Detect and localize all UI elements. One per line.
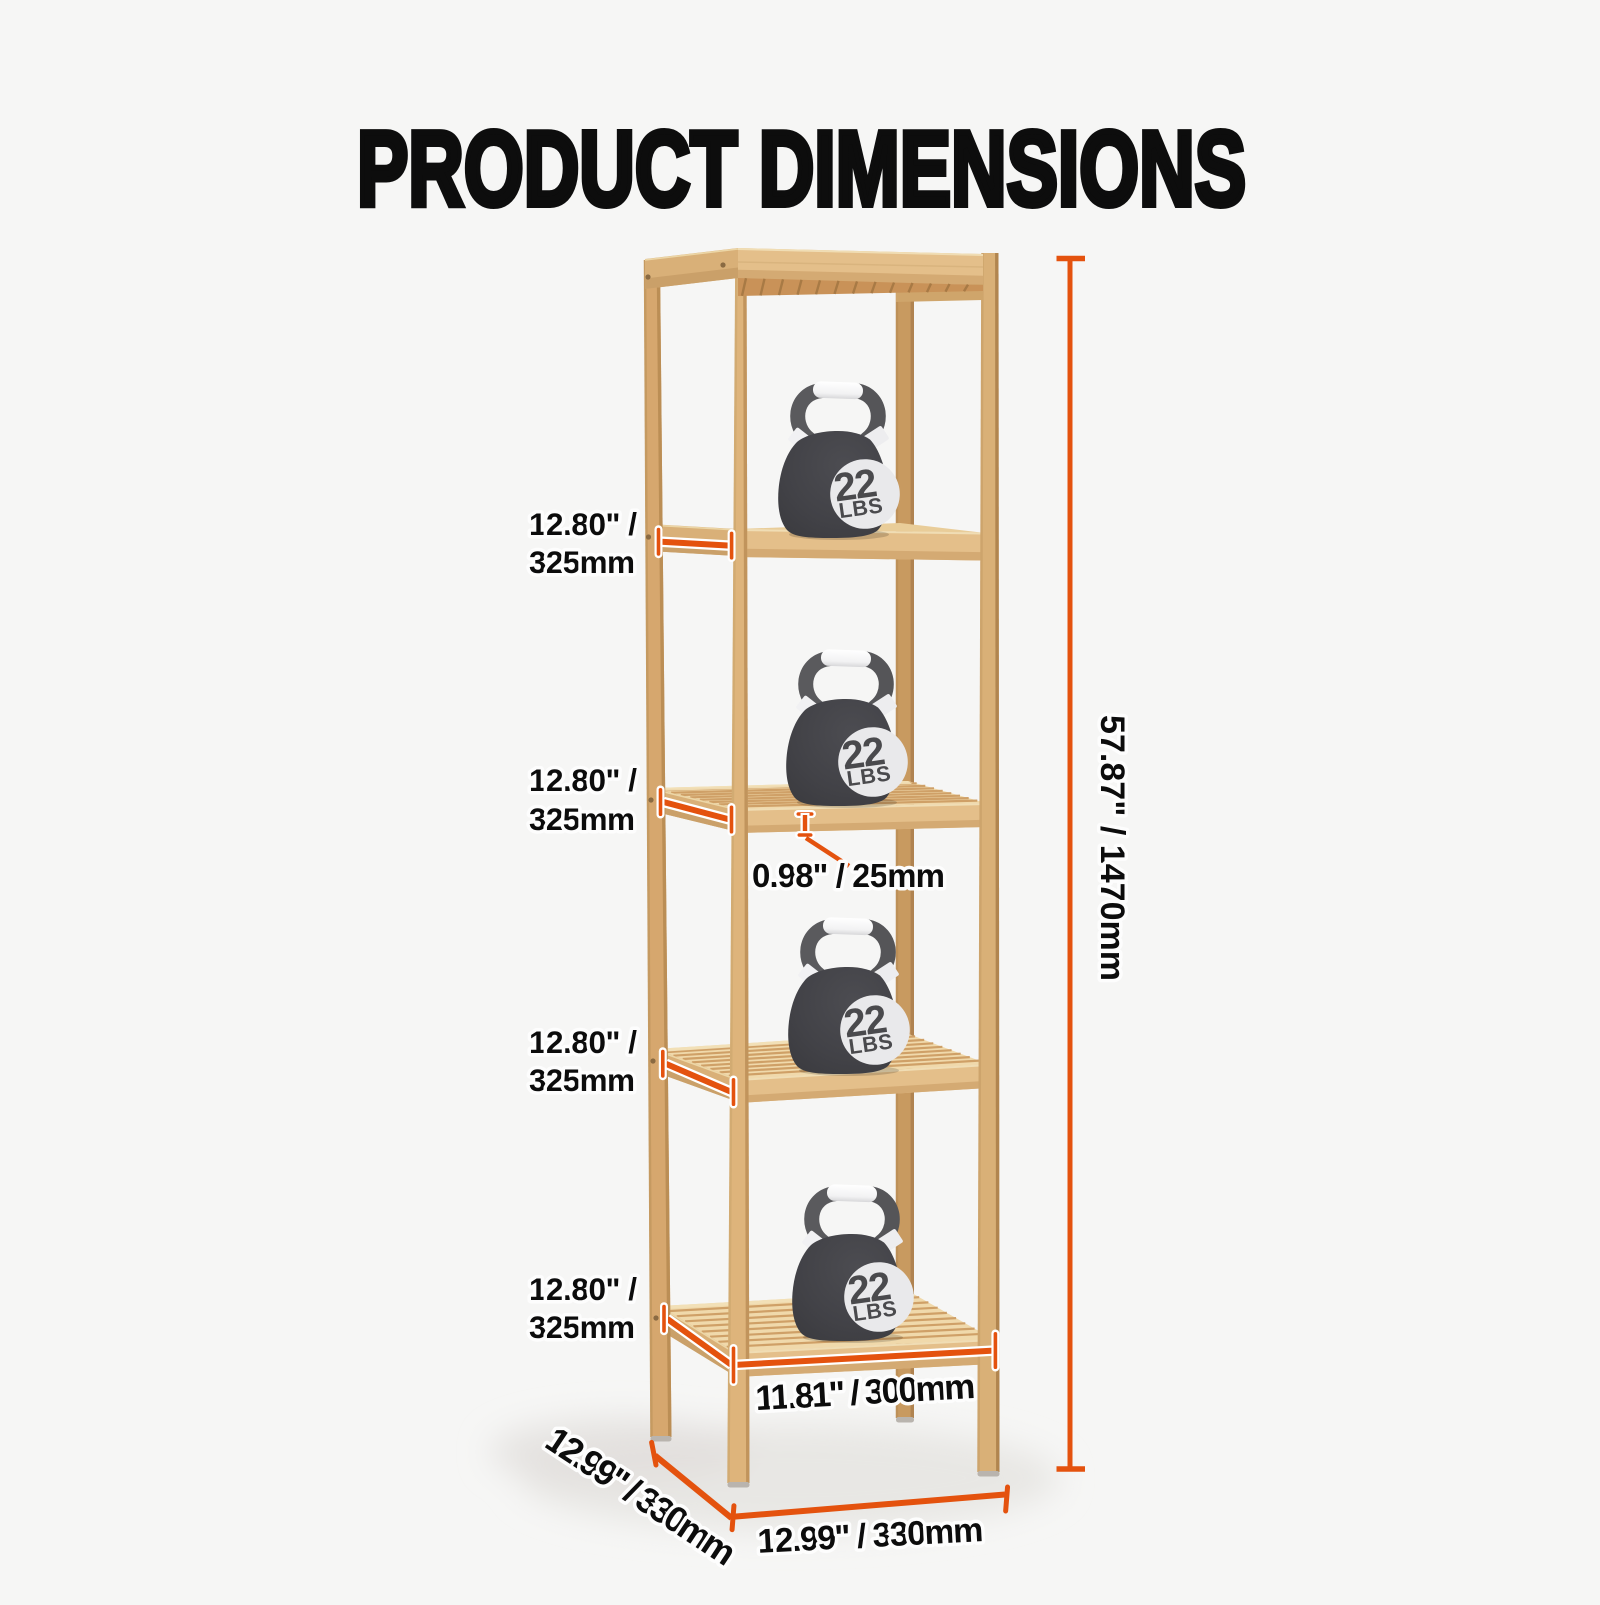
svg-text:325mm: 325mm xyxy=(529,544,635,580)
svg-text:0.98" / 25mm: 0.98" / 25mm xyxy=(752,857,945,894)
svg-text:325mm: 325mm xyxy=(529,1062,635,1098)
svg-text:12.80" /: 12.80" / xyxy=(529,1024,637,1060)
svg-text:57.87" / 1470mm: 57.87" / 1470mm xyxy=(1093,715,1131,981)
svg-text:12.80" /: 12.80" / xyxy=(529,762,637,798)
svg-text:325mm: 325mm xyxy=(529,1309,635,1345)
svg-text:325mm: 325mm xyxy=(529,801,635,837)
svg-text:PRODUCT DIMENSIONS: PRODUCT DIMENSIONS xyxy=(357,110,1246,228)
svg-text:12.80" /: 12.80" / xyxy=(529,1271,637,1307)
svg-text:12.80" /: 12.80" / xyxy=(529,506,637,542)
